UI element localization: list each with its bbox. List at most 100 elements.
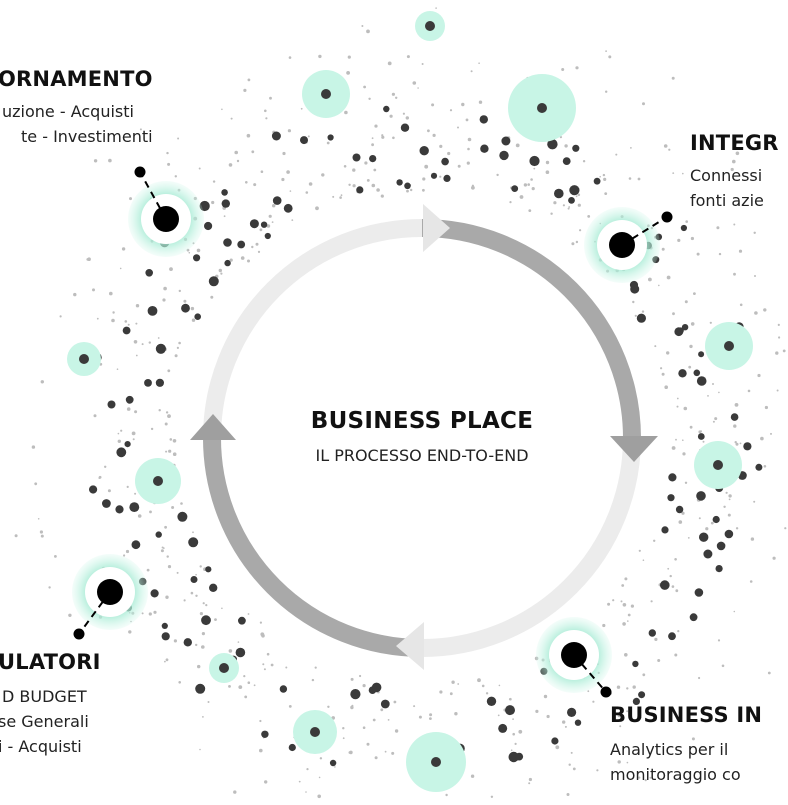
connector-dot: [600, 686, 612, 698]
particle-light: [135, 304, 140, 308]
particle-light: [727, 513, 731, 517]
particle-light: [634, 314, 637, 317]
particle-light: [577, 203, 581, 207]
particle-light: [466, 161, 470, 165]
particle-light: [191, 318, 196, 322]
particle-light: [478, 100, 483, 104]
label-title: ORNAMENTO: [0, 67, 153, 91]
particle-light: [626, 687, 629, 690]
particle-light: [364, 161, 368, 165]
particle-light: [435, 7, 437, 9]
label-line: uzione - Acquisti: [2, 102, 134, 121]
label-title: BUSINESS IN: [610, 703, 763, 727]
particle-light: [413, 705, 416, 708]
particle-light: [676, 405, 679, 408]
node-integrazione[interactable]: [584, 207, 673, 283]
particle-light: [678, 520, 683, 524]
particle-light: [374, 124, 378, 128]
particle-dark: [115, 505, 124, 514]
particle-dark: [383, 105, 390, 113]
particle-light: [264, 109, 267, 113]
particle-light: [381, 135, 385, 139]
node-business-intelligence[interactable]: [536, 617, 612, 698]
mint-bubble-dot: [153, 476, 163, 486]
particle-light: [127, 323, 130, 326]
particle-dark: [400, 123, 410, 132]
particle-dark: [699, 532, 709, 542]
particle-light: [183, 299, 187, 303]
particle-light: [34, 482, 38, 486]
particle-light: [733, 610, 736, 613]
particle-light: [637, 177, 641, 181]
particle-dark: [675, 505, 684, 514]
node-simulatori[interactable]: [72, 554, 148, 640]
particle-light: [108, 158, 112, 163]
particle-light: [753, 500, 756, 503]
particle-light: [298, 780, 301, 783]
particle-light: [173, 639, 177, 643]
mint-bubble: [694, 441, 742, 489]
particle-light: [244, 695, 248, 699]
particle-light: [391, 92, 395, 96]
mint-bubble-dot: [431, 757, 441, 767]
particle-light: [667, 567, 670, 570]
particle-light: [619, 725, 622, 728]
particle-light: [739, 442, 742, 445]
particle-dark: [204, 221, 213, 231]
particle-light: [723, 505, 726, 508]
particle-light: [467, 137, 472, 142]
particle-light: [243, 675, 246, 678]
particle-light: [123, 554, 126, 557]
particle-light: [166, 151, 169, 155]
particle-light: [165, 595, 169, 599]
particle-light: [245, 181, 248, 184]
particle-light: [281, 177, 285, 182]
particle-dark: [155, 531, 162, 538]
particle-light: [207, 701, 210, 703]
particle-dark: [327, 134, 334, 141]
label-line: se Generali: [0, 712, 89, 731]
particle-light: [201, 632, 205, 636]
particle-light: [169, 267, 173, 271]
particle-light: [672, 172, 675, 175]
particle-light: [596, 769, 599, 772]
particle-light: [644, 779, 647, 782]
particle-light: [392, 136, 395, 140]
particle-dark: [369, 155, 377, 163]
particle-light: [93, 414, 97, 418]
particle-light: [318, 776, 321, 779]
particle-dark: [288, 743, 296, 752]
particle-light: [196, 248, 201, 253]
particle-light: [519, 195, 524, 199]
particle-light: [622, 603, 627, 607]
particle-light: [668, 148, 671, 151]
mint-bubble: [406, 732, 466, 792]
particle-light: [660, 367, 663, 370]
particle-light: [210, 295, 214, 299]
particle-light: [424, 164, 429, 169]
particle-light: [445, 793, 448, 797]
particle-light: [764, 405, 769, 410]
particle-light: [735, 151, 740, 156]
particle-light: [342, 737, 345, 740]
particle-light: [228, 163, 233, 167]
particle-dark: [677, 327, 684, 334]
particle-light: [642, 559, 645, 561]
node-aggiornamento[interactable]: [128, 166, 204, 258]
mint-bubble-dot: [79, 354, 89, 364]
particle-dark: [155, 378, 164, 387]
particle-dark: [697, 433, 705, 440]
particle-light: [568, 763, 571, 766]
particle-light: [615, 153, 618, 156]
particle-light: [148, 612, 152, 616]
particle-light: [405, 116, 409, 120]
particle-light: [288, 705, 292, 708]
label-line: i - Acquisti: [0, 737, 82, 756]
particle-dark: [260, 221, 268, 228]
particle-light: [447, 151, 451, 156]
particle-light: [449, 692, 453, 696]
particle-light: [717, 639, 721, 642]
particle-light: [253, 684, 256, 687]
particle-dark: [161, 622, 168, 630]
particle-light: [512, 718, 514, 720]
